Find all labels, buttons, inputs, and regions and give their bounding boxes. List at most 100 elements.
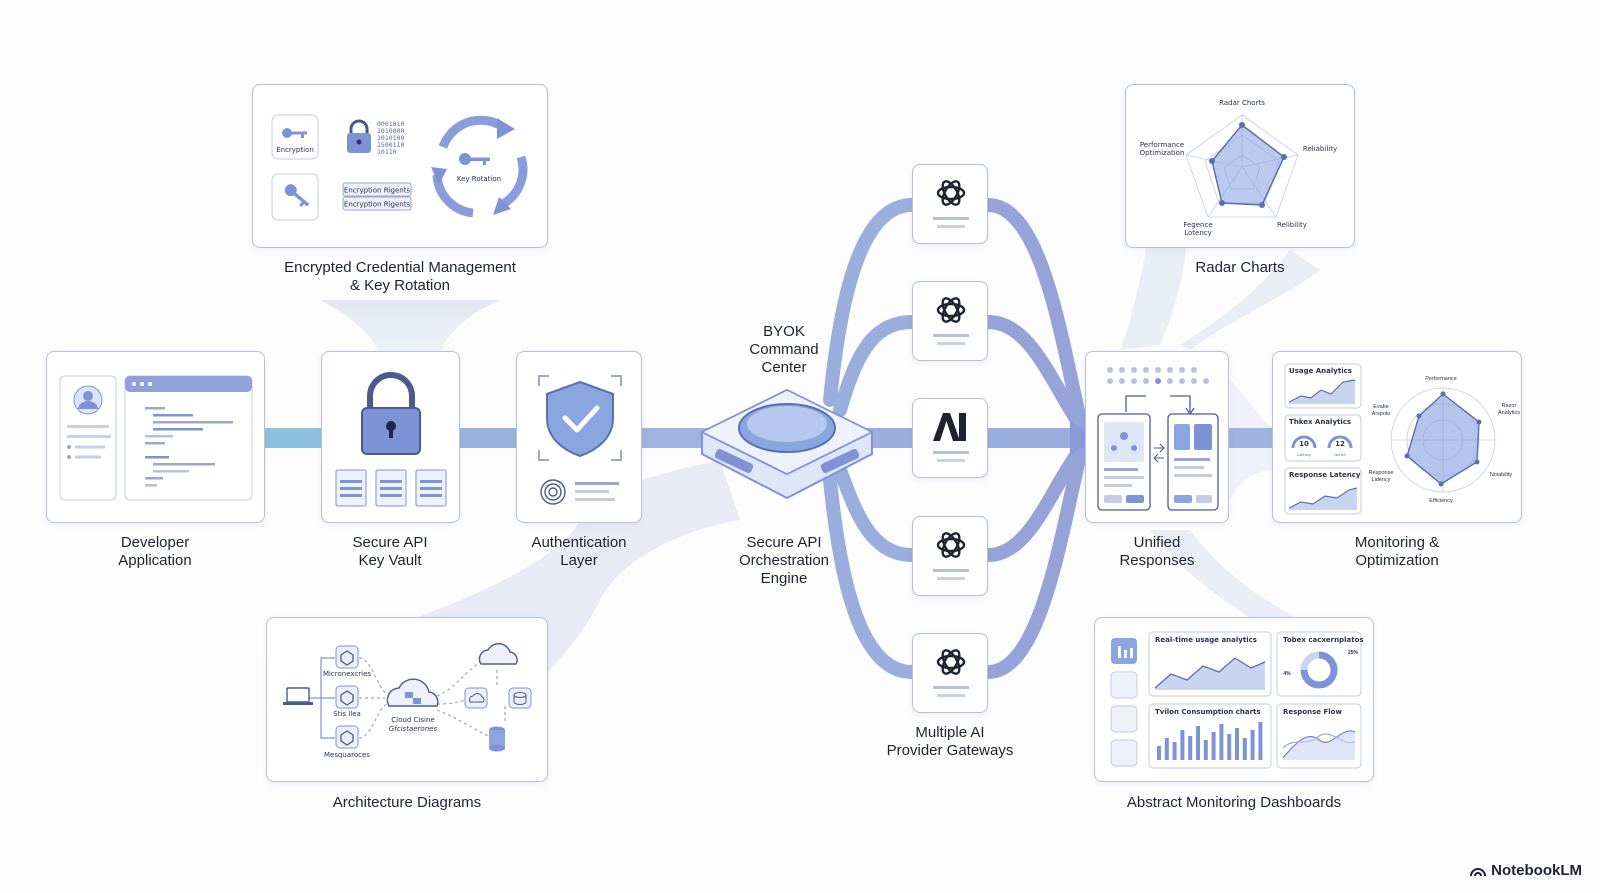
response-latency-label: Response Latency: [1289, 471, 1361, 479]
consumption-bar: [1203, 740, 1208, 760]
svg-text:10110: 10110: [377, 148, 397, 156]
svg-text:0001010: 0001010: [377, 120, 404, 128]
radar-axis-optimization: Optimization: [1140, 149, 1185, 157]
dashboard-caption: Abstract Monitoring Dashboards: [1126, 794, 1342, 811]
consumption-bar: [1164, 738, 1169, 760]
arch-node-1-label: Micronexcries: [323, 670, 371, 678]
pipe-auth-center: [642, 428, 710, 448]
haze-credential: [320, 300, 500, 360]
microservice-icon-1: [335, 645, 359, 669]
database-icon-small: [508, 687, 532, 709]
consumption-bar: [1180, 730, 1185, 760]
pipe-fan-left-1: [823, 198, 919, 407]
consumption-bar: [1196, 726, 1200, 760]
microservice-icon-2: [335, 685, 359, 709]
consumption-bar: [1227, 734, 1232, 760]
radar-axis-lotency: Lotency: [1184, 229, 1212, 237]
gateway-card-3: [912, 398, 988, 478]
consumption-bar: [1250, 730, 1255, 760]
panel-token-title: Tobex cacxernplatos: [1283, 636, 1364, 644]
radar-card: Radar Chorts Performance Optimization Re…: [1125, 84, 1355, 248]
radar-response: Response: [1369, 470, 1394, 476]
radar-analytics: Analytics: [1498, 410, 1520, 416]
gateway-card-2: [912, 281, 988, 361]
microservice-icon-3: [335, 725, 359, 749]
svg-text:1500110: 1500110: [377, 141, 404, 149]
pipe-fan-right-4: [981, 443, 1087, 562]
consumption-bar: [1235, 728, 1239, 760]
credential-card: Encryption 0001010 1010000 1010100 15001…: [252, 84, 548, 248]
gauge-2-label: Nonce: [1334, 452, 1346, 457]
unified-card: [1085, 351, 1229, 523]
anthropic-logo-icon: [933, 413, 966, 441]
consumption-bar: [1211, 732, 1216, 760]
haze-radar2: [1180, 250, 1320, 350]
unified-caption: Unified Responses: [1119, 534, 1195, 569]
pipe-fan-left-4: [833, 463, 919, 562]
radar-axis-reliability: Reliability: [1303, 145, 1337, 153]
pipe-fan-right-2: [981, 315, 1087, 432]
radar-axis-performance: Performance: [1140, 141, 1184, 149]
rights-chip-1: Encryption Rigents: [344, 187, 411, 195]
dashboard-card: Real-time usage analytics Tobex cacxernp…: [1094, 617, 1374, 782]
usage-analytics-label: Usage Analytics: [1289, 367, 1352, 375]
consumption-bar: [1242, 738, 1247, 760]
gauge-1-value: 10: [1299, 440, 1309, 448]
pipe-center-gw3: [860, 428, 918, 448]
key-icon-2: [284, 184, 310, 207]
rotation-icon: [432, 115, 528, 218]
radar-data-area: [1211, 123, 1285, 206]
encryption-label: Encryption: [276, 146, 314, 154]
gateway-card-1: [912, 164, 988, 244]
openai-logo-icon: [936, 180, 966, 206]
consumption-bar: [1219, 724, 1224, 760]
credential-caption: Encrypted Credential Management & Key Ro…: [284, 259, 516, 294]
key-icon: [282, 128, 307, 138]
command-center-hub: [700, 388, 874, 500]
arch-node-2-label: Stis Ilea: [333, 710, 361, 718]
openai-logo-icon: [936, 297, 966, 323]
consumption-bar: [1188, 736, 1193, 760]
radar-evabe: Evabe: [1373, 404, 1389, 410]
radar-axis-fegence: Fegence: [1183, 221, 1212, 229]
key-vault-card: [321, 351, 460, 523]
notebooklm-logo-icon: [1470, 867, 1487, 876]
donut-left-label: 4%: [1283, 671, 1291, 677]
shield-icon: [546, 380, 614, 458]
arch-cloud-label-1: Cloud Cisine: [391, 716, 434, 724]
laptop-icon: [283, 687, 313, 705]
pipe-unified-monitor: [1228, 428, 1274, 448]
cloud-icon-small: [464, 687, 488, 709]
gauge-2-value: 12: [1335, 440, 1345, 448]
binary-text: 0001010 1010000 1010100 1500110 10110: [377, 120, 404, 156]
pipe-fan-right-1: [981, 198, 1087, 427]
architecture-caption: Architecture Diagrams: [332, 794, 482, 811]
code-lines: [145, 407, 233, 487]
radar-axis-relibility: Relibility: [1277, 221, 1307, 229]
gateways-caption: Multiple AI Provider Gateways: [886, 724, 1014, 759]
pipe-fan-right-5: [981, 448, 1087, 679]
consumption-bars: [1157, 722, 1263, 760]
radar-caption: Radar Charts: [1195, 259, 1285, 276]
radar-title: Radar Chorts: [1219, 99, 1265, 107]
token-analytics-label: Thkex Analytics: [1289, 418, 1351, 426]
credential-illustration: Encryption 0001010 1010000 1010100 15001…: [271, 114, 528, 221]
brand-name: NotebookLM: [1491, 862, 1582, 879]
lock-icon: [347, 119, 371, 153]
key-rotation-key: [459, 153, 490, 165]
rights-chip-2: Encryption Rigents: [344, 201, 411, 209]
notebooklm-brand: NotebookLM: [1470, 862, 1582, 879]
fingerprint-icon: [540, 479, 566, 505]
arch-node-3-label: Mesquaroces: [324, 751, 370, 759]
gateway-card-4: [912, 516, 988, 596]
key-rotation-label: Key Rotation: [457, 175, 501, 183]
consumption-bar: [1258, 722, 1263, 760]
pipe-fan-left-5: [823, 473, 919, 679]
database-icon: [489, 726, 505, 752]
svg-text:1010100: 1010100: [377, 134, 404, 142]
panel-consumption-title: Tvilon Consumption charts: [1155, 708, 1261, 716]
radar-razor: Razor: [1502, 403, 1517, 409]
monitoring-radar-area: [1406, 393, 1480, 485]
openai-logo-icon: [936, 649, 966, 675]
